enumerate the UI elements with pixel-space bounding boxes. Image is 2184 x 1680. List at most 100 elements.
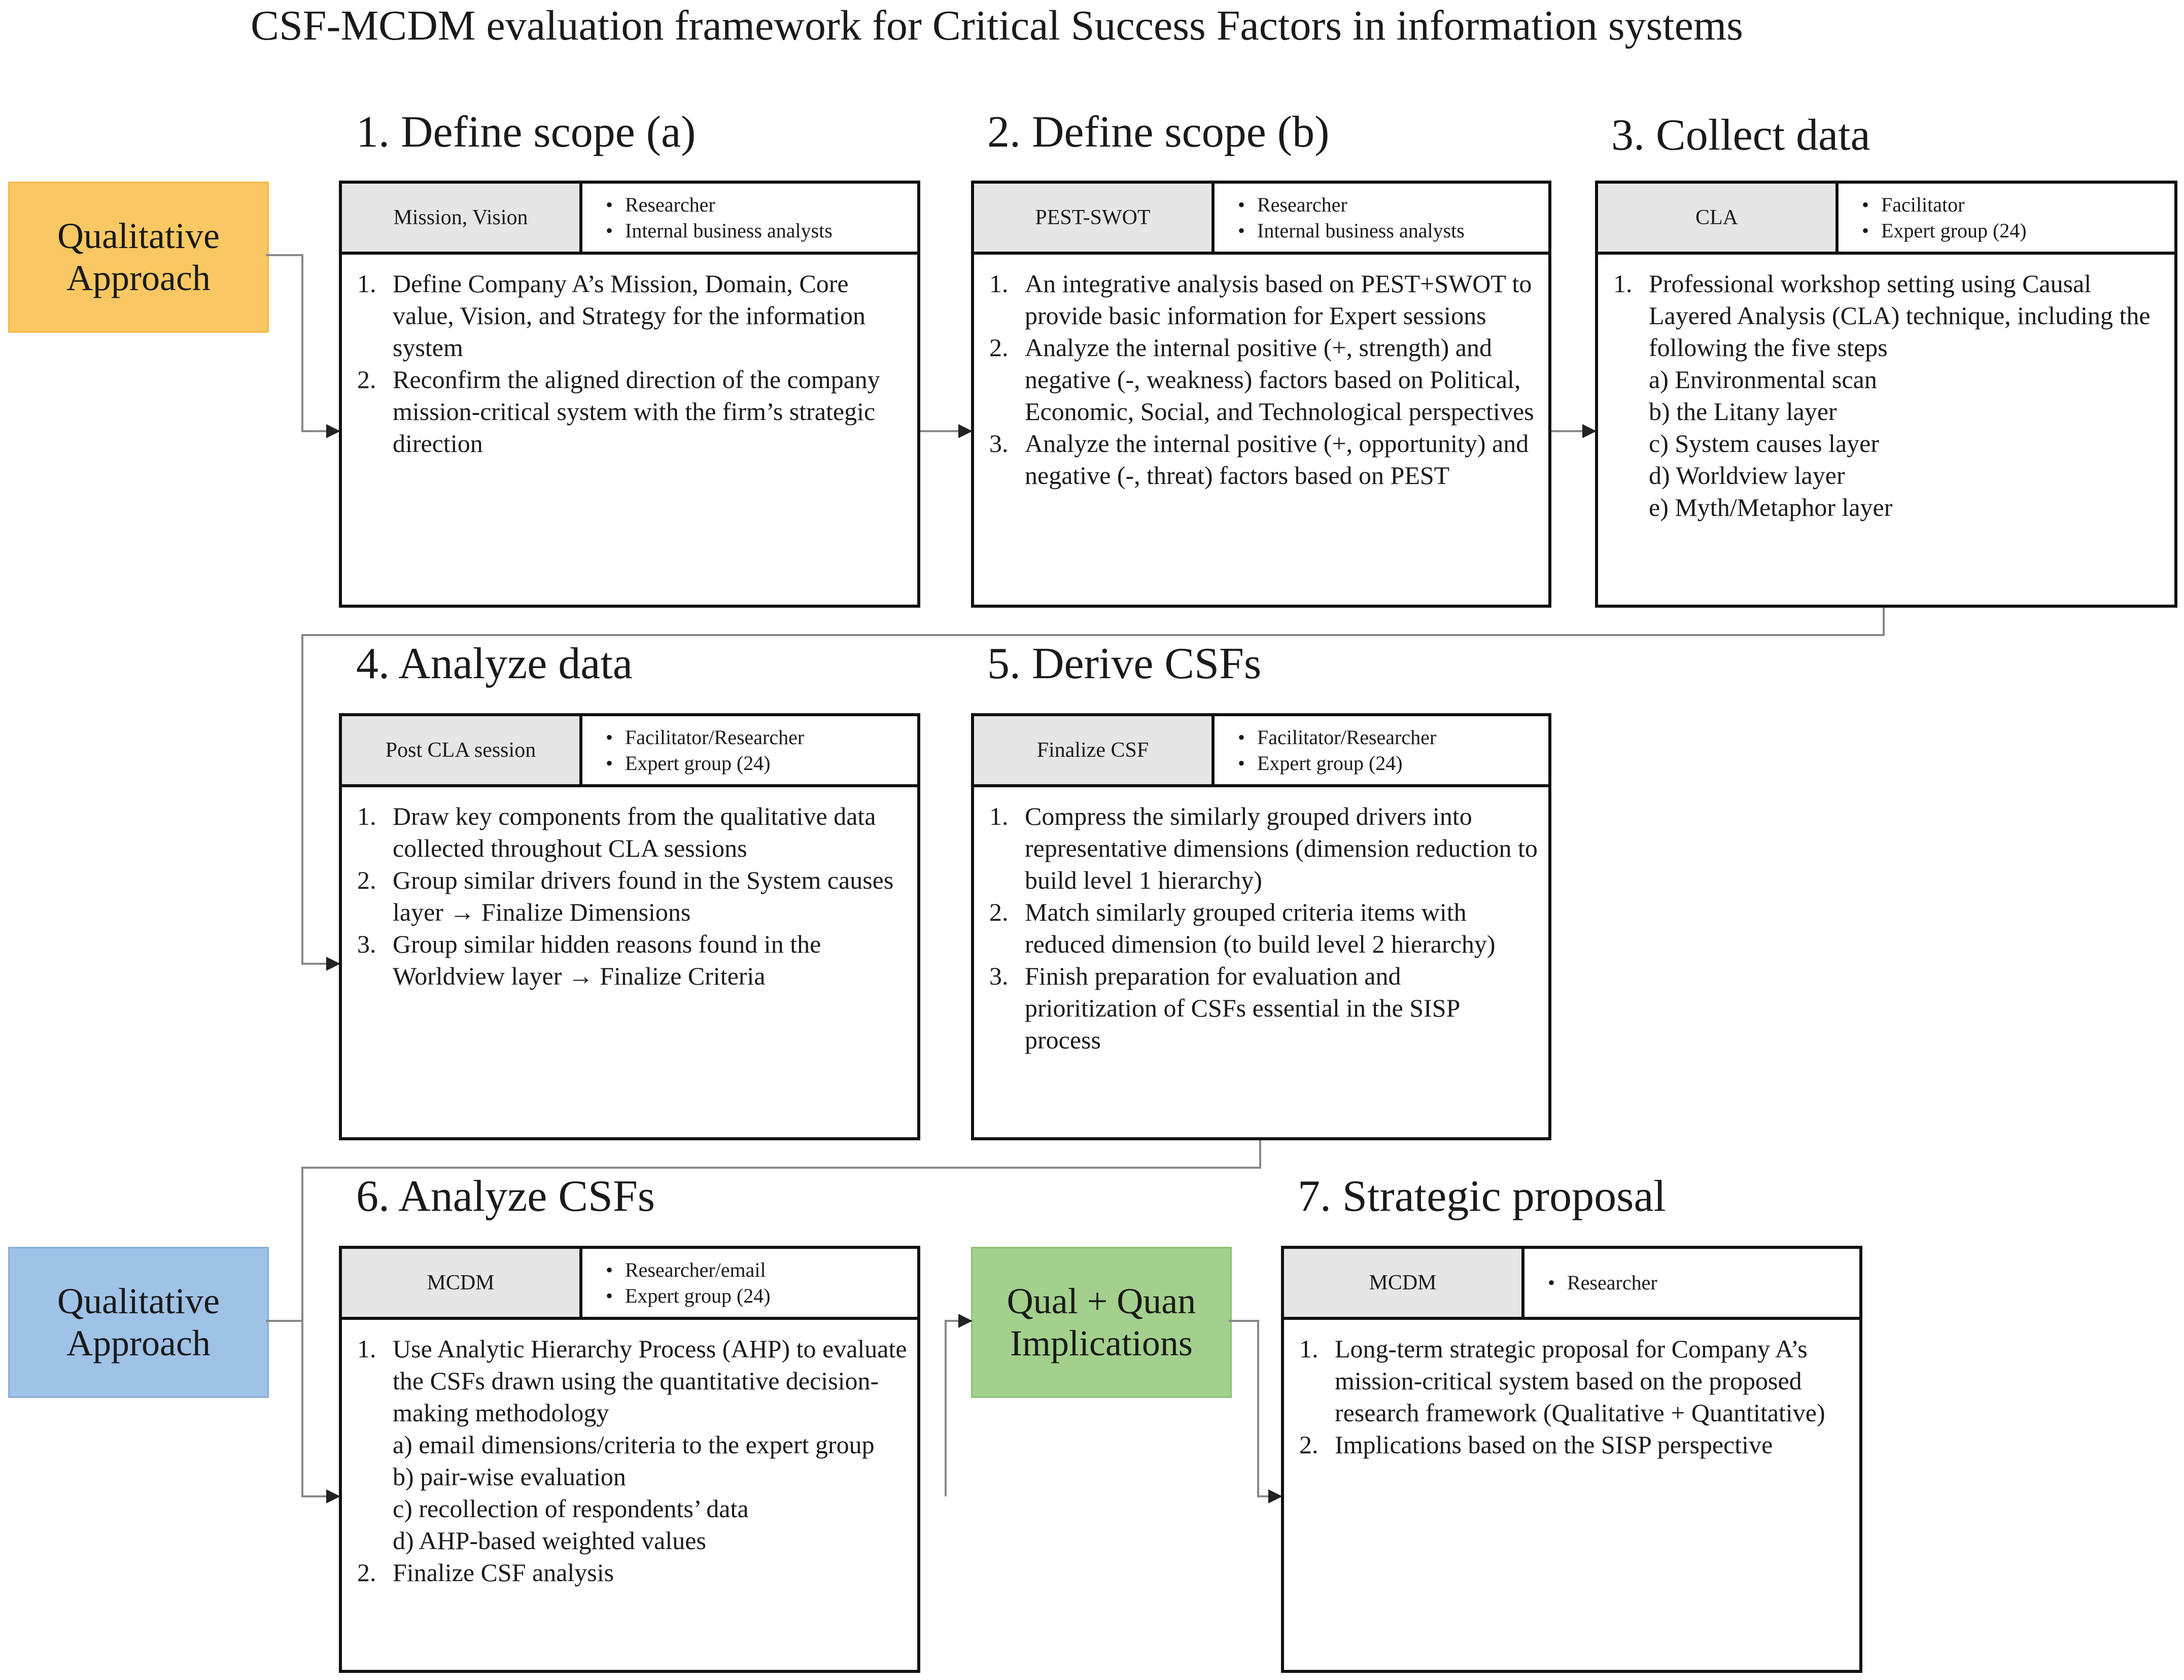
step-box-3: CLAFacilitatorExpert group (24)1.Profess… [1595,181,2177,608]
step-title-3: 3. Collect data [1611,111,1870,160]
step-title-2: 2. Define scope (b) [987,108,1330,157]
item-line: Finish preparation for evaluation and pr… [1025,962,1460,1054]
step-box-1: Mission, VisionResearcherInternal busine… [339,181,920,608]
roles-list: ResearcherInternal business analysts [582,184,917,252]
item-number: 2. [1299,1430,1319,1459]
item-text: Use Analytic Hierarchy Process (AHP) to … [393,1333,907,1557]
connector-step6-to-qualquan [945,1314,973,1496]
role-item: Internal business analysts [606,218,917,243]
role-item: Researcher [606,192,917,218]
step-box-6: MCDMResearcher/emailExpert group (24) 1.U… [339,1246,920,1673]
step-body: 1.Use Analytic Hierarchy Process (AHP) t… [342,1320,917,1670]
step-body: 1.An integrative analysis based on PEST+… [974,255,1548,605]
step-header: PEST-SWOTResearcherInternal business ana… [974,184,1548,255]
item-number: 1. [1613,269,1633,298]
item-line: Draw key components from the qualitative… [393,802,876,862]
item-text: Define Company A’s Mission, Domain, Core… [393,268,907,364]
item-number: 1. [357,269,376,298]
step-list-item: 1.An integrative analysis based on PEST+… [989,268,1538,332]
role-item: Facilitator [1862,192,2174,218]
method-label: Finalize CSF [974,716,1215,784]
step-title-6: 6. Analyze CSFs [356,1172,655,1221]
item-number: 2. [989,333,1009,362]
item-line: Finalize CSF analysis [393,1558,614,1587]
sub-step-line: b) the Litany layer [1649,397,1837,426]
step-list-item: 3. Finish preparation for evaluation and … [989,960,1538,1056]
approach-line1: Qual + Quan [1007,1281,1196,1322]
sub-step-line: d) AHP-based weighted values [393,1526,706,1555]
item-line: Analyze the internal positive (+, opport… [1025,429,1529,489]
item-line: Analyze the internal positive (+, streng… [1025,333,1534,426]
step-list-item: 1.Use Analytic Hierarchy Process (AHP) t… [357,1333,907,1557]
item-number: 2. [357,1558,376,1587]
step-title-7: 7. Strategic proposal [1298,1172,1666,1221]
connector-step5-to-step6 [301,1140,1261,1503]
connector-step3-to-step4 [301,608,1885,971]
item-line: Professional workshop setting using Caus… [1649,269,2151,362]
sub-step-line: a) email dimensions/criteria to the expe… [393,1430,875,1459]
step-list-item: 3. Group similar hidden reasons found in … [357,928,907,992]
roles-list: Facilitator/ResearcherExpert group (24) [582,716,917,784]
roles-list: FacilitatorExpert group (24) [1839,184,2174,252]
sub-step-line: d) Worldview layer [1649,461,1845,489]
role-item: Researcher [1548,1270,1859,1296]
item-text: Reconfirm the aligned direction of the c… [393,364,907,460]
item-text: Implications based on the SISP perspecti… [1335,1429,1849,1461]
approach-qual-quan: Qual + Quan Implications [971,1247,1232,1398]
approach-line2: Approach [66,1323,211,1363]
item-line: Long-term strategic proposal for Company… [1335,1335,1825,1427]
step-list-item: 1. Professional workshop setting using Ca… [1613,268,2164,523]
approach-qualitative-bottom: Qualitative Approach [8,1247,269,1398]
item-number: 2. [357,365,376,394]
step-list-item: 2. Implications based on the SISP perspec… [1299,1429,1849,1461]
item-text: Finish preparation for evaluation and pr… [1025,960,1538,1056]
item-line: Use Analytic Hierarchy Process (AHP) to … [393,1335,907,1427]
step-header: CLAFacilitatorExpert group (24) [1598,184,2174,255]
item-number: 3. [989,962,1009,990]
step-body: 1.Draw key components from the qualitati… [342,787,917,1137]
step-title-4: 4. Analyze data [356,639,633,688]
item-line: An integrative analysis based on PEST+SW… [1025,269,1532,330]
connector-qualquan-to-step7 [1229,1320,1282,1503]
step-header: MCDMResearcher/emailExpert group (24) [342,1249,917,1320]
step-list-item: 1. Define Company A’s Mission, Domain, Co… [357,268,907,364]
item-line: Compress the similarly grouped drivers i… [1025,802,1538,894]
item-text: Analyze the internal positive (+, streng… [1025,332,1538,428]
item-line: Group similar hidden reasons found in th… [393,930,821,990]
item-line: Implications based on the SISP perspecti… [1335,1430,1773,1459]
method-label: MCDM [1284,1249,1524,1317]
connector-approach-to-step1 [266,254,340,438]
step-list-item: 1.Compress the similarly grouped drivers… [989,800,1538,896]
step-list-item: 2. Reconfirm the aligned direction of the… [357,364,907,460]
method-label: CLA [1598,184,1839,252]
step-list-item: 2.Group similar drivers found in the Sys… [357,864,907,928]
role-item: Facilitator/Researcher [606,724,917,750]
role-item: Internal business analysts [1238,218,1548,243]
item-number: 1. [1299,1335,1319,1363]
step-body: 1.Compress the similarly grouped drivers… [974,787,1548,1137]
approach-line2: Implications [1010,1323,1193,1363]
step-list-item: 2. Analyze the internal positive (+, stre… [989,332,1538,428]
item-text: Compress the similarly grouped drivers i… [1025,800,1538,896]
approach-line1: Qualitative [57,1281,220,1322]
sub-step-line: e) Myth/Metaphor layer [1649,493,1893,521]
item-text: Draw key components from the qualitative… [393,800,907,864]
role-item: Expert group (24) [606,1283,917,1309]
approach-qualitative-top: Qualitative Approach [8,182,269,333]
role-item: Researcher/email [606,1257,917,1283]
method-label: Post CLA session [342,716,582,784]
item-number: 3. [357,930,376,958]
item-text: Group similar drivers found in the Syste… [393,864,907,928]
step-list-item: 1.Draw key components from the qualitati… [357,800,907,864]
sub-step-line: c) recollection of respondents’ data [393,1494,749,1523]
step-box-2: PEST-SWOTResearcherInternal business ana… [971,181,1551,608]
roles-list: Researcher/emailExpert group (24) [582,1249,917,1317]
role-item: Expert group (24) [1862,218,2174,243]
item-text: An integrative analysis based on PEST+SW… [1025,268,1538,332]
item-number: 3. [989,429,1009,458]
step-body: 1. Long-term strategic proposal for Compa… [1284,1320,1859,1670]
item-text: Match similarly grouped criteria items w… [1025,896,1538,960]
method-label: Mission, Vision [342,184,582,252]
step-title-5: 5. Derive CSFs [987,639,1262,688]
